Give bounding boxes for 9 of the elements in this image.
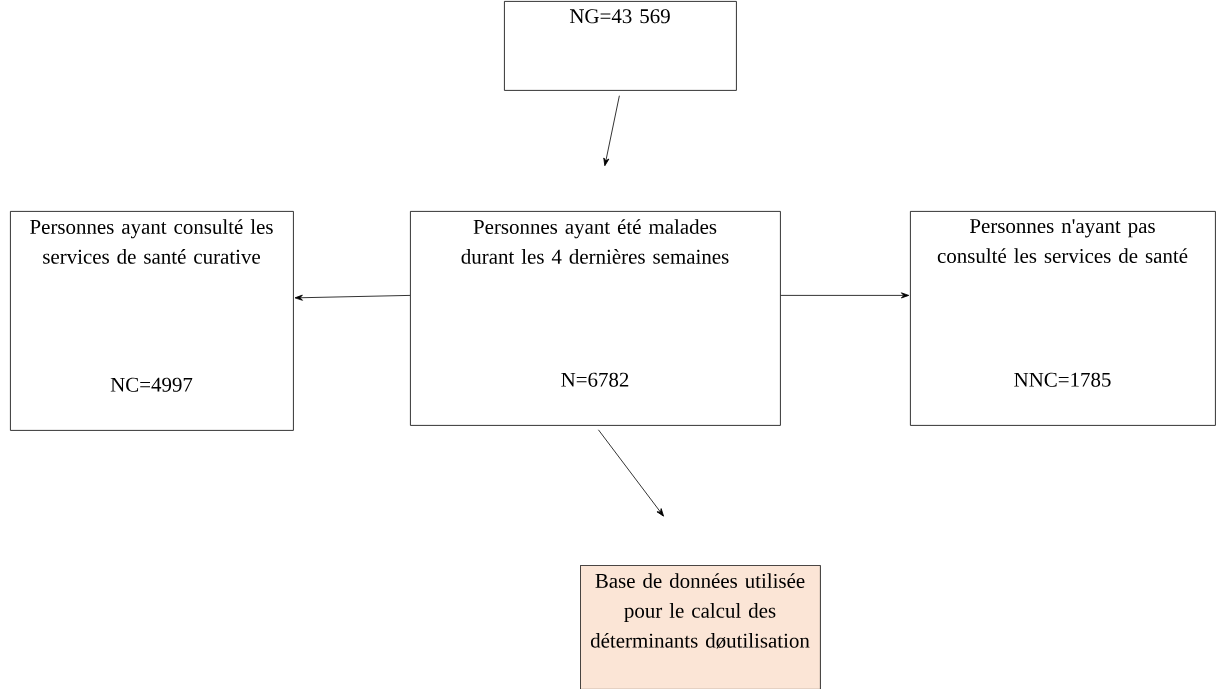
arrow: [598, 429, 664, 517]
arrow: [603, 95, 620, 167]
process-box: Base de données utilisée pour le calcul des déterminants døutilisation: [580, 565, 821, 689]
process-box: Personnes ayant été malades durant les 4 dernières semaines N=6782: [410, 211, 781, 426]
process-box: NG=43 569: [504, 1, 737, 91]
process-box: Personnes n'ayant pas consulté les services de santé NNC=1785: [910, 211, 1216, 426]
arrow: [780, 292, 910, 299]
arrow: [294, 294, 411, 301]
process-box: Personnes ayant consulté les services de santé curative NC=4997: [10, 211, 294, 431]
